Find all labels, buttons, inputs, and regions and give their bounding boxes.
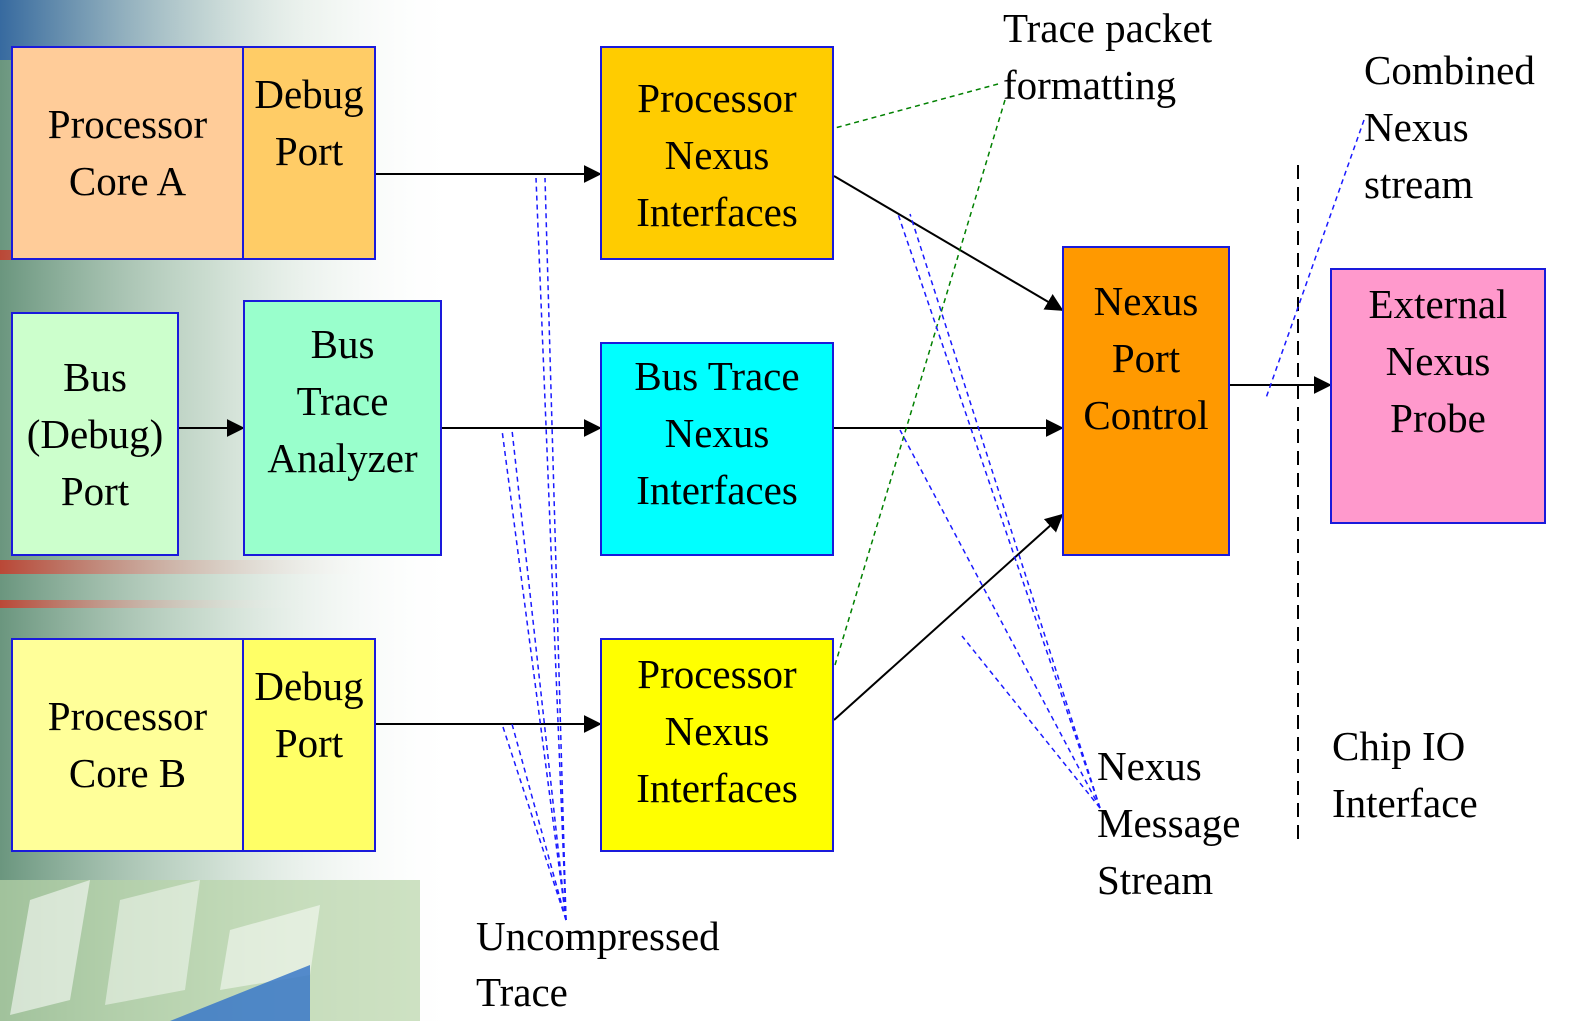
chip-io-interface-label: Chip IO Interface bbox=[1332, 723, 1478, 826]
leader-uncompressed-1 bbox=[535, 177, 567, 921]
leader-uncompressed-6 bbox=[511, 723, 567, 921]
leader-uncompressed-4 bbox=[511, 429, 567, 921]
leader-uncompressed-5 bbox=[501, 723, 567, 921]
debug-port-a-block: Debug Port bbox=[242, 46, 376, 260]
leader-combined-stream bbox=[1265, 119, 1365, 399]
arrow-nexus-a-to-port-control bbox=[833, 175, 1064, 311]
processor-core-a-block: Processor Core A bbox=[11, 46, 244, 260]
leader-trace-packet-a bbox=[834, 83, 999, 129]
combined-nexus-stream-label: Combined Nexus stream bbox=[1364, 47, 1535, 207]
leader-uncompressed-3 bbox=[501, 429, 567, 921]
leader-message-2 bbox=[909, 213, 1101, 809]
leader-trace-packet-b bbox=[834, 99, 1006, 666]
leader-message-4 bbox=[961, 635, 1101, 809]
arrow-nexus-b-to-port-control bbox=[833, 513, 1064, 721]
trace-packet-formatting-label: Trace packet formatting bbox=[1003, 5, 1213, 108]
leader-message-1 bbox=[897, 213, 1101, 809]
processor-nexus-interfaces-b-block: Processor Nexus Interfaces bbox=[600, 638, 834, 852]
leader-uncompressed-2 bbox=[544, 177, 567, 921]
bus-debug-port-block: Bus (Debug) Port bbox=[11, 312, 179, 556]
nexus-message-stream-label: Nexus Message Stream bbox=[1097, 743, 1241, 903]
external-nexus-probe-block: External Nexus Probe bbox=[1330, 268, 1546, 524]
debug-port-b-block: Debug Port bbox=[242, 638, 376, 852]
processor-core-b-block: Processor Core B bbox=[11, 638, 244, 852]
bus-trace-nexus-interfaces-block: Bus Trace Nexus Interfaces bbox=[600, 342, 834, 556]
bus-trace-analyzer-block: Bus Trace Analyzer bbox=[243, 300, 442, 556]
nexus-port-control-block: Nexus Port Control bbox=[1062, 246, 1230, 556]
uncompressed-trace-label: Uncompressed Trace bbox=[476, 913, 720, 1015]
processor-nexus-interfaces-a-block: Processor Nexus Interfaces bbox=[600, 46, 834, 260]
